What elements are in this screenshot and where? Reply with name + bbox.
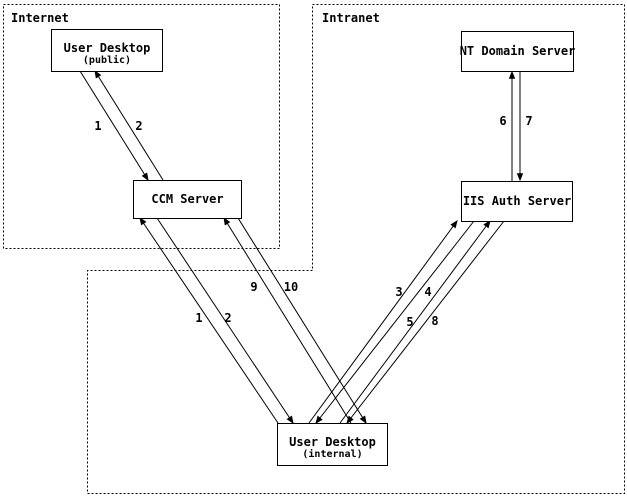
node-label: CCM Server (151, 192, 224, 206)
node-label: IIS Auth Server (462, 194, 572, 208)
link-label-5: 5 (406, 315, 414, 329)
link-label-3: 3 (395, 285, 403, 299)
node-user-desktop-internal: User Desktop (internal) (277, 423, 388, 466)
node-nt-domain-server: NT Domain Server (459, 31, 576, 72)
link-10-ccm-to-internal (237, 217, 367, 425)
link-label-6: 6 (499, 114, 507, 128)
link-3-internal-to-iis (308, 220, 458, 424)
node-sublabel: (internal) (302, 449, 363, 460)
link-label-8: 8 (431, 314, 439, 328)
link-5-internal-to-iis (339, 220, 491, 424)
link-2-ccm-to-internal (156, 217, 294, 424)
link-4-iis-to-internal (315, 220, 475, 424)
intranet-zone-border (87, 4, 625, 494)
link-8-iis-to-internal (346, 220, 505, 424)
link-label-10: 10 (283, 280, 299, 294)
link-label-1a: 1 (94, 119, 102, 133)
node-label: User Desktop (63, 41, 151, 55)
node-label: User Desktop (289, 435, 376, 449)
node-user-desktop-public: User Desktop (public) (51, 29, 163, 72)
intranet-zone-label: Intranet (322, 11, 380, 25)
link-label-4: 4 (424, 285, 432, 299)
internet-zone-border (3, 4, 280, 249)
link-label-2b: 2 (224, 311, 232, 325)
link-2-ccm-to-public (94, 69, 164, 181)
link-9-internal-to-ccm (223, 216, 352, 424)
link-label-1b: 1 (195, 311, 203, 325)
node-iis-auth-server: IIS Auth Server (461, 181, 573, 222)
node-ccm-server: CCM Server (133, 180, 242, 219)
link-label-9: 9 (250, 280, 258, 294)
internet-zone-label: Internet (11, 11, 69, 25)
node-sublabel: (public) (82, 55, 132, 66)
link-label-7: 7 (525, 114, 533, 128)
link-1-public-to-ccm (79, 70, 149, 182)
link-label-2a: 2 (135, 119, 143, 133)
node-label: NT Domain Server (459, 44, 576, 58)
link-1-internal-to-ccm (139, 217, 279, 424)
